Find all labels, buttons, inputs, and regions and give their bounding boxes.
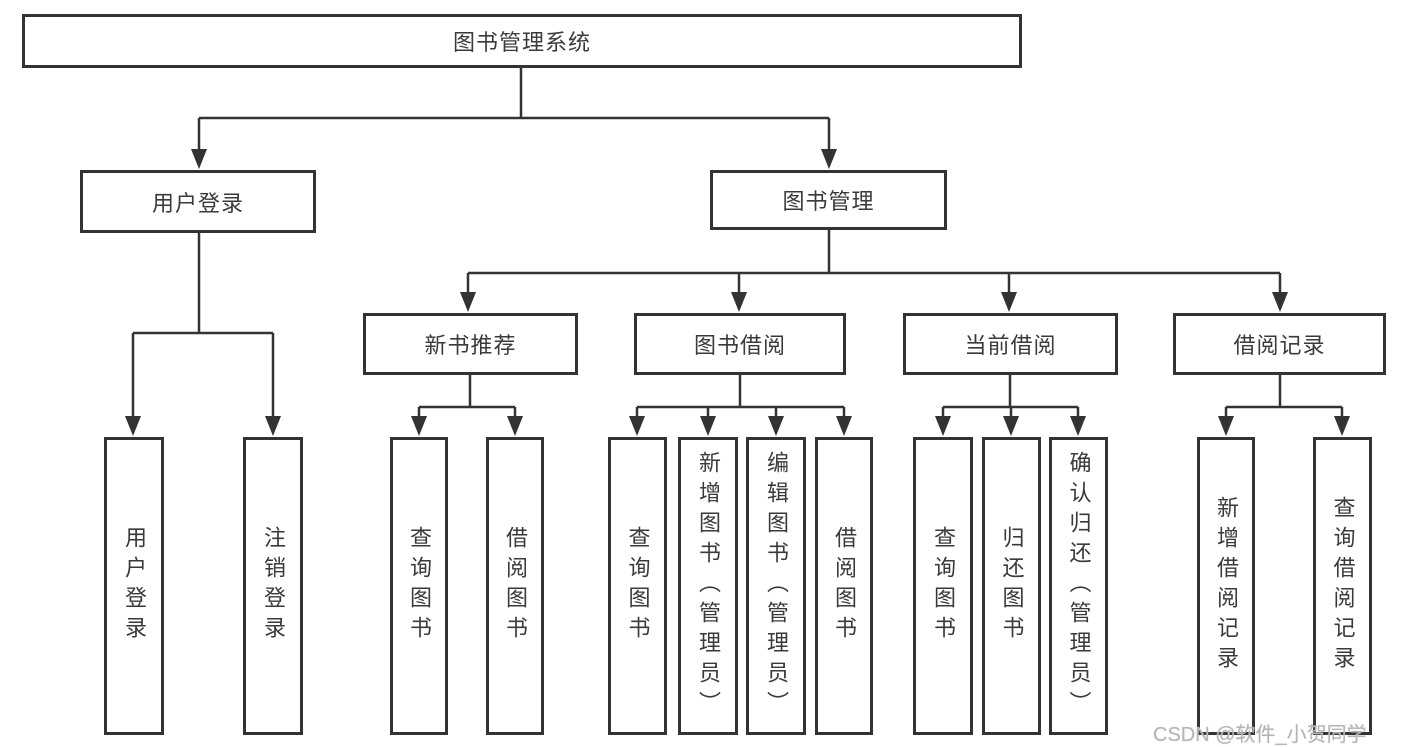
node-book-borrow: 图书借阅 (634, 313, 846, 375)
leaf-user-login: 用户登录 (104, 437, 164, 735)
leaf-query-borrow-record: 查询借阅记录 (1313, 437, 1372, 735)
leaf-borrow-books-1: 借阅图书 (486, 437, 544, 735)
leaf-logout: 注销登录 (243, 437, 303, 735)
leaf-confirm-return-admin: 确认归还（管理员） (1049, 437, 1108, 735)
arrowheads (125, 149, 1350, 436)
leaf-return-book: 归还图书 (982, 437, 1041, 735)
node-current-borrow: 当前借阅 (903, 313, 1118, 375)
node-book-management: 图书管理 (710, 170, 947, 230)
leaf-query-books-2: 查询图书 (608, 437, 667, 735)
leaf-borrow-books-2: 借阅图书 (815, 437, 873, 735)
node-borrow-records: 借阅记录 (1173, 313, 1386, 375)
leaf-edit-book-admin: 编辑图书（管理员） (746, 437, 806, 735)
node-user-login: 用户登录 (80, 170, 316, 233)
csdn-watermark: CSDN @软件_小贺同学 (1153, 724, 1367, 746)
leaf-query-books-3: 查询图书 (913, 437, 973, 735)
leaf-add-book-admin: 新增图书（管理员） (678, 437, 738, 735)
leaf-query-books-1: 查询图书 (390, 437, 448, 735)
node-new-book-recommend: 新书推荐 (363, 313, 578, 375)
leaf-add-borrow-record: 新增借阅记录 (1197, 437, 1255, 735)
node-library-management-system: 图书管理系统 (22, 14, 1022, 68)
